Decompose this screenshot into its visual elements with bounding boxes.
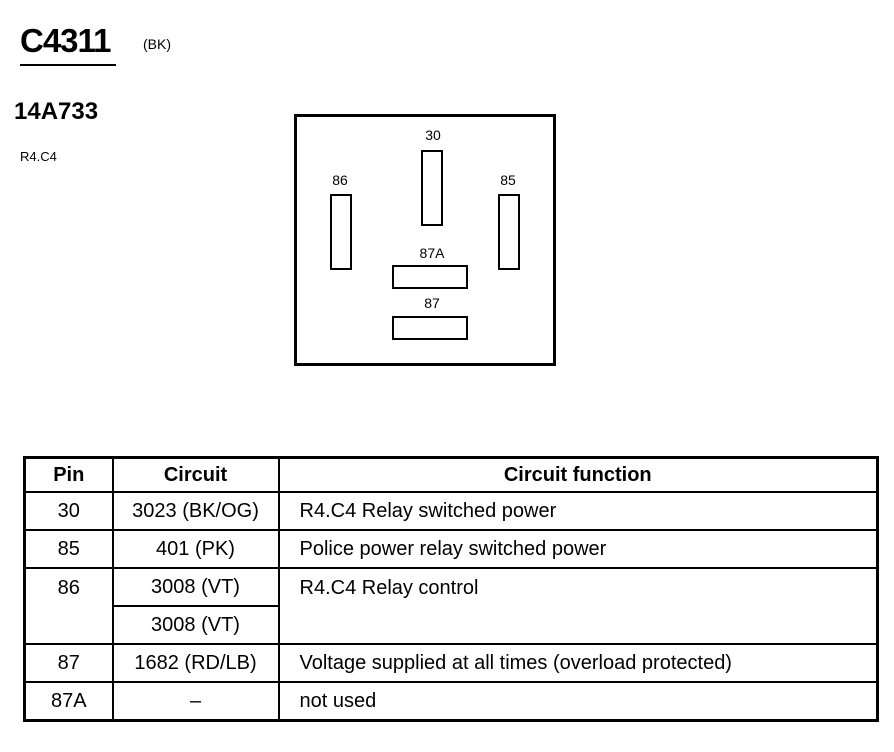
table-row: 87 1682 (RD/LB) Voltage supplied at all … — [23, 643, 879, 683]
cell-function: R4.C4 Relay control — [277, 567, 879, 645]
table-row: 30 3023 (BK/OG) R4.C4 Relay switched pow… — [23, 491, 879, 531]
pin-label-30: 30 — [425, 127, 441, 143]
table-row: 86 3008 (VT) R4.C4 Relay control — [23, 567, 879, 645]
pin-label-85: 85 — [500, 172, 516, 188]
cell-pin: 86 — [23, 567, 114, 645]
table-row: 85 401 (PK) Police power relay switched … — [23, 529, 879, 569]
pin-label-87A: 87A — [419, 245, 445, 261]
cell-circuit: 3023 (BK/OG) — [111, 491, 280, 531]
pin-slot-30 — [421, 150, 443, 226]
pin-table: Pin Circuit Circuit function 30 3023 (BK… — [23, 456, 879, 722]
connector-id: C4311 — [20, 22, 111, 59]
cell-pin: 87 — [23, 643, 114, 683]
relay-connector-face: 30 86 85 87A 87 — [294, 114, 556, 366]
cell-function: Voltage supplied at all times (overload … — [277, 643, 879, 683]
cell-pin: 87A — [23, 681, 114, 722]
table-row: 3008 (VT) — [25, 605, 878, 645]
connector-id-underline — [20, 64, 116, 66]
header-circuit-function: Circuit function — [277, 456, 879, 493]
cell-function: R4.C4 Relay switched power — [277, 491, 879, 531]
cell-circuit: 3008 (VT) — [111, 605, 280, 645]
pin-slot-85 — [498, 194, 520, 270]
location-code: R4.C4 — [20, 149, 57, 164]
part-number: 14A733 — [14, 98, 99, 125]
pin-slot-87A — [392, 265, 468, 289]
pin-label-86: 86 — [332, 172, 348, 188]
cell-function: Police power relay switched power — [277, 529, 879, 569]
cell-function: not used — [277, 681, 879, 722]
table-row: 87A – not used — [23, 681, 879, 722]
cell-circuit: 3008 (VT) — [111, 567, 280, 607]
cell-circuit: – — [111, 681, 280, 722]
pin-label-87: 87 — [424, 295, 440, 311]
cell-circuit: 1682 (RD/LB) — [111, 643, 280, 683]
header-circuit: Circuit — [111, 456, 280, 493]
cell-circuit: 401 (PK) — [111, 529, 280, 569]
pin-slot-86 — [330, 194, 352, 270]
pin-slot-87 — [392, 316, 468, 340]
header-pin: Pin — [23, 456, 114, 493]
table-header-row: Pin Circuit Circuit function — [23, 456, 879, 493]
cell-pin: 85 — [23, 529, 114, 569]
cell-pin: 30 — [23, 491, 114, 531]
connector-color: (BK) — [143, 36, 171, 52]
